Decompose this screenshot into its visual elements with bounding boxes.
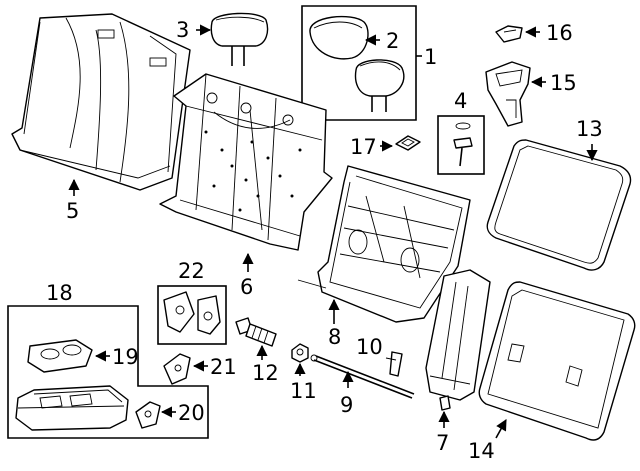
callout-8: 8 <box>328 325 341 349</box>
frame-rivets <box>204 130 302 212</box>
armrest-group-box-part-18 <box>7 305 209 439</box>
clip-part-10 <box>385 351 403 377</box>
callout-16: 16 <box>546 21 573 45</box>
callout-1: 1 <box>424 45 437 69</box>
callout-17: 17 <box>350 135 377 159</box>
cup-holder-part-19 <box>27 339 93 373</box>
rear-panel-carpet-part-13 <box>486 139 632 271</box>
cover-part-16 <box>495 25 523 43</box>
callout-19: 19 <box>112 345 139 369</box>
callout-15: 15 <box>550 71 577 95</box>
latch-part-15 <box>485 61 531 127</box>
bezel-part-20 <box>135 401 161 429</box>
callout-5: 5 <box>66 199 79 223</box>
bracket-group-box-part-22 <box>157 285 227 345</box>
callout-6: 6 <box>240 275 253 299</box>
clip-part-17 <box>395 135 421 151</box>
rod-part-9 <box>310 354 415 399</box>
callout-9: 9 <box>340 393 353 417</box>
seat-back-frame-part-6 <box>159 73 333 251</box>
bracket-part-21 <box>163 353 191 385</box>
callout-18: 18 <box>46 281 73 305</box>
callout-21: 21 <box>210 355 237 379</box>
callout-3: 3 <box>176 18 189 42</box>
callout-2: 2 <box>386 29 399 53</box>
seat-back-frame-part-8 <box>297 165 471 323</box>
callout-12: 12 <box>252 361 279 385</box>
bolt-set-part-4 <box>437 115 485 175</box>
nut-part-11 <box>291 343 309 363</box>
callout-20: 20 <box>178 401 205 425</box>
callout-14: 14 <box>468 439 495 463</box>
callout-13: 13 <box>576 117 603 141</box>
callout-7: 7 <box>436 431 449 455</box>
callout-4: 4 <box>454 89 467 113</box>
side-bolster-part-7 <box>425 269 491 411</box>
armrest-body <box>15 385 129 431</box>
seat-back-panel-part-14 <box>478 281 636 441</box>
seat-back-cushion-part-5 <box>11 13 191 191</box>
callout-22: 22 <box>178 259 205 283</box>
callout-10: 10 <box>356 335 383 359</box>
callout-11: 11 <box>290 379 317 403</box>
headrest-part-3 <box>210 12 269 66</box>
headrest-group-box-part-1 <box>301 5 422 121</box>
bolt-part-12 <box>235 317 277 347</box>
